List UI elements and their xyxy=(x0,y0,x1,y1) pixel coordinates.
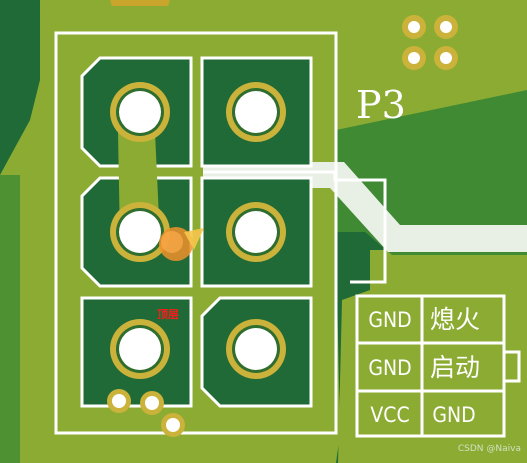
via-icon[interactable] xyxy=(140,391,164,415)
pin-label-gnd-1: GND xyxy=(368,307,412,332)
vias xyxy=(107,15,458,437)
clearance-region-left-strip xyxy=(0,175,20,463)
watermark: CSDN @Naiva xyxy=(457,444,521,454)
pin-label-ignition-off: 熄火 xyxy=(429,304,480,334)
pin-label-start: 启动 xyxy=(429,352,480,382)
component-designator: P3 xyxy=(356,83,406,127)
clearance-region-top-left xyxy=(0,0,40,120)
silkscreen-outline xyxy=(54,31,338,435)
through-hole-pad-icon[interactable] xyxy=(110,202,170,262)
through-hole-pad-icon[interactable] xyxy=(110,319,170,379)
silkscreen-bracket xyxy=(203,170,387,284)
through-hole-pad-icon[interactable] xyxy=(110,82,170,142)
pads xyxy=(110,82,286,379)
through-hole-pad-icon[interactable] xyxy=(226,202,286,262)
via-icon[interactable] xyxy=(434,15,458,39)
via-icon[interactable] xyxy=(402,46,426,70)
through-hole-pad-icon[interactable] xyxy=(226,82,286,142)
pin-label-gnd-3: GND xyxy=(432,402,476,427)
copper-pour-lower-right xyxy=(338,250,527,463)
clearance-region-top xyxy=(110,0,170,6)
via-icon[interactable] xyxy=(434,46,458,70)
pin-label-gnd-2: GND xyxy=(368,355,412,380)
via-icon[interactable] xyxy=(402,15,426,39)
through-hole-pad-icon[interactable] xyxy=(226,319,286,379)
pin-label-table-grid xyxy=(355,294,521,438)
via-icon[interactable] xyxy=(161,413,185,437)
layer-label: 顶层 xyxy=(157,308,179,321)
cursor-highlight-icon xyxy=(159,227,204,261)
pin-label-vcc: VCC xyxy=(370,402,410,427)
via-icon[interactable] xyxy=(107,389,131,413)
